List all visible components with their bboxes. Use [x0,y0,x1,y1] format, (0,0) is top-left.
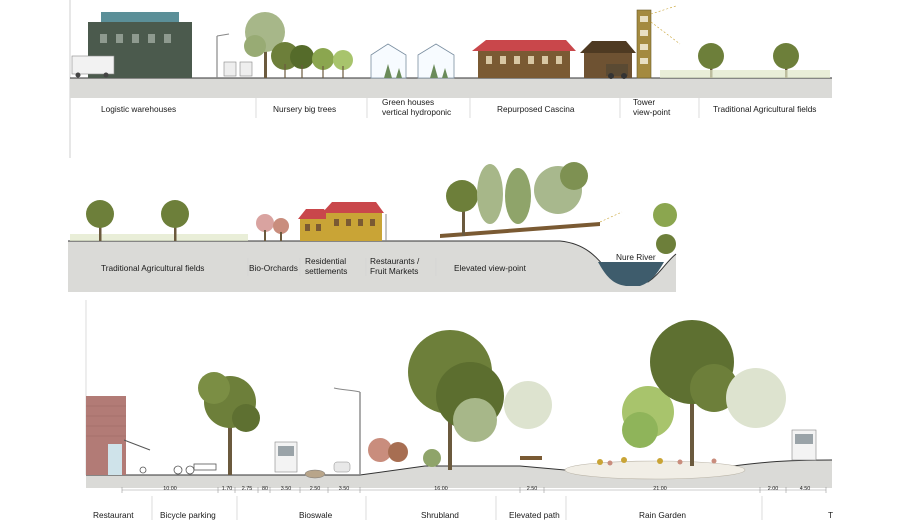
label-shrubland: Shrubland [421,510,459,520]
dimension-value: 2.50 [526,486,538,492]
river-water [598,262,664,286]
label-restaurants-fruit-markets: Restaurants /Fruit Markets [370,256,420,276]
dimension-value: 80 [262,486,268,492]
dimension-value: 2.00 [767,486,779,492]
label-truncated: T [828,510,834,520]
label-logistic-warehouses: Logistic warehouses [101,104,177,114]
label-elevated-path: Elevated path [509,510,560,520]
dimension-value: 4.50 [799,486,811,492]
field-trees-1 [660,43,830,78]
dimension-value: 3.50 [338,486,350,492]
label-repurposed-cascina: Repurposed Cascina [497,104,575,114]
label-restaurant: Restaurant [93,510,134,520]
dimension-value: 2.75 [241,486,253,492]
label-bio-orchards: Bio-Orchards [249,263,298,273]
residential-building [298,202,384,241]
dimension-value: 1.70 [221,486,233,492]
dimension-value: 3.50 [280,486,292,492]
elevated-viewpoint-illustration [440,162,677,254]
label-nure-river: Nure River [616,252,656,262]
section-2-illustration [68,162,677,292]
bicycle-parking-illustration [139,463,217,475]
nursery-trees [244,12,353,78]
label-traditional-agricultural-fields-1: Traditional Agricultural fields [713,104,817,114]
warehouse-building [71,12,192,78]
rain-garden-basin [564,460,746,480]
section-3-ground [86,460,832,488]
section-1-illustration [69,0,832,158]
section-3-illustration [85,300,833,520]
restaurant-building [86,396,151,475]
dimension-value: 10.00 [163,486,177,492]
tower-illustration [636,5,681,79]
rain-garden-trees [597,320,786,466]
dimension-value: 2.50 [309,486,321,492]
cascina-building [472,40,636,79]
label-rain-garden: Rain Garden [639,510,687,520]
label-traditional-agricultural-fields-2: Traditional Agricultural fields [101,263,205,273]
label-nursery-big-trees: Nursery big trees [273,104,337,114]
green-houses-illustration [370,43,455,79]
label-bioswale: Bioswale [299,510,333,520]
label-elevated-view-point: Elevated view-point [454,263,526,273]
parking-tree [198,372,260,475]
dimension-value: 16.00 [434,486,448,492]
dimension-value: 21.00 [653,486,667,492]
shrubland-vegetation [368,330,552,470]
label-bicycle-parking: Bicycle parking [160,510,216,520]
section-2-ground [68,241,676,292]
section-1-ground [70,78,832,98]
